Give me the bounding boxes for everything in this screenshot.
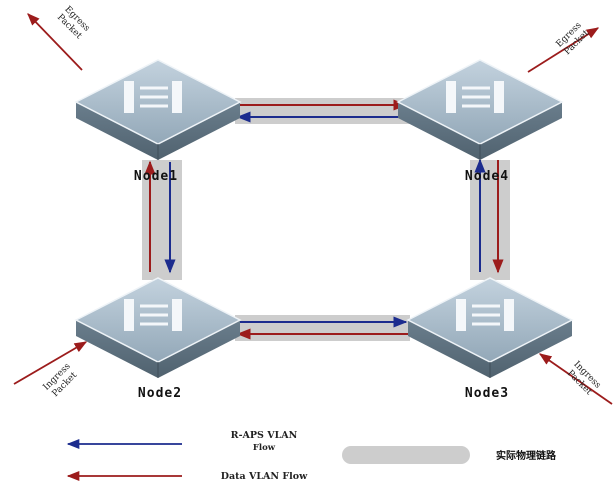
legend-physical-swatch <box>342 446 470 464</box>
switch-node2 <box>74 277 242 378</box>
legend-physical-label: 实际物理链路 <box>496 449 557 462</box>
egress-packet-arrow <box>527 27 600 73</box>
egress-packet-arrow <box>27 13 83 71</box>
switch-node1 <box>74 59 242 160</box>
node3-label: Node3 <box>465 386 509 401</box>
switch-node3 <box>406 277 574 378</box>
node1-label: Node1 <box>134 169 178 184</box>
node4-label: Node4 <box>465 169 509 184</box>
legend: R-APS VLAN Flow Data VLAN Flow 实际物理链路 <box>66 430 557 482</box>
egress-packet-label-top-left: Egress Packet <box>55 4 92 41</box>
ingress-packet-arrow <box>538 353 613 405</box>
physical-link-node1-node4 <box>235 98 410 124</box>
node2-label: Node2 <box>138 386 182 401</box>
ingress-packet-arrow <box>13 341 88 385</box>
legend-raps-label: R-APS VLAN <box>231 430 298 441</box>
ingress-packet-label-bottom-left: Ingress Packet <box>41 361 79 399</box>
flow-arrows <box>13 13 613 405</box>
legend-raps-label-2: Flow <box>253 443 276 453</box>
switch-node4 <box>396 59 564 160</box>
physical-links <box>142 98 510 341</box>
legend-data-label: Data VLAN Flow <box>221 471 308 482</box>
physical-link-node2-node3 <box>235 315 410 341</box>
